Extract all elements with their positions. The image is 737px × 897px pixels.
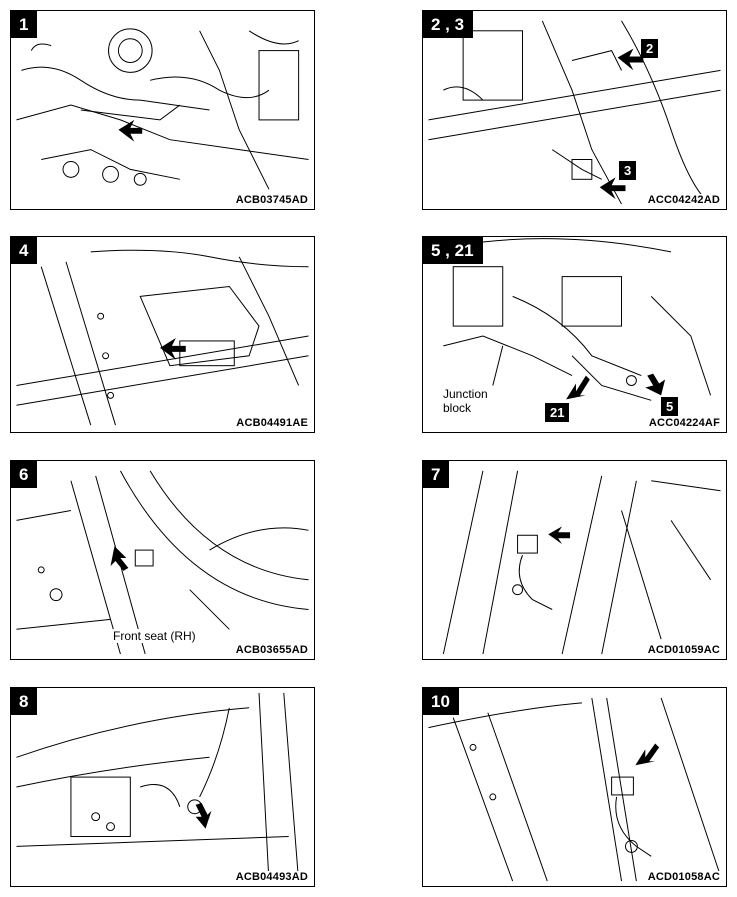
figure-panel-2-3: 2 , 3 2 3 ACC04242AD: [422, 10, 727, 210]
connector-illustration: [428, 20, 721, 205]
panel-tag: 8: [11, 688, 38, 715]
callout-5: 5: [661, 397, 679, 416]
frame-illustration: [16, 249, 309, 426]
floor-illustration: [16, 692, 300, 882]
engine-illustration: [16, 28, 309, 190]
figure-panel-4: 4 ACB04491AE: [10, 236, 315, 433]
figure-code: ACC04224AF: [646, 417, 722, 429]
front-seat-label: Front seat (RH): [113, 629, 196, 643]
pillar-illustration: [442, 470, 721, 655]
figure-code: ACB04493AD: [233, 871, 310, 883]
callout-3: 3: [619, 161, 637, 180]
junction-block-label: Junction block: [443, 387, 488, 415]
front-seat-illustration: [16, 470, 309, 655]
figure-panel-1: 1 ACB03745AD: [10, 10, 315, 210]
figure-code: ACB04491AE: [234, 417, 310, 429]
callout-21: 21: [545, 403, 570, 422]
callout-2: 2: [641, 39, 659, 58]
panel-tag: 5 , 21: [423, 237, 483, 264]
panel-tag: 4: [11, 237, 38, 264]
panel-tag: 6: [11, 461, 38, 488]
panel-tag: 1: [11, 11, 38, 38]
figure-panel-10: 10 ACD01058AC: [422, 687, 727, 887]
figure-code: ACC04242AD: [645, 194, 722, 206]
figure-panel-7: 7 ACD01059AC: [422, 460, 727, 660]
figure-code: ACD01058AC: [645, 871, 722, 883]
panel-tag: 2 , 3: [423, 11, 474, 38]
figure-code: ACD01059AC: [645, 644, 722, 656]
pillar-rear-illustration: [428, 697, 721, 882]
panel-tag: 10: [423, 688, 459, 715]
figure-panel-5-21: 5 , 21 Junction block 21 5 ACC04224AF: [422, 236, 727, 433]
figure-code: ACB03745AD: [233, 194, 310, 206]
figure-panel-8: 8 ACB04493AD: [10, 687, 315, 887]
panel-tag: 7: [423, 461, 450, 488]
junction-block-illustration: [443, 238, 712, 401]
figure-code: ACB03655AD: [233, 644, 310, 656]
figure-panel-6: 6 Front seat (RH) ACB03655AD: [10, 460, 315, 660]
